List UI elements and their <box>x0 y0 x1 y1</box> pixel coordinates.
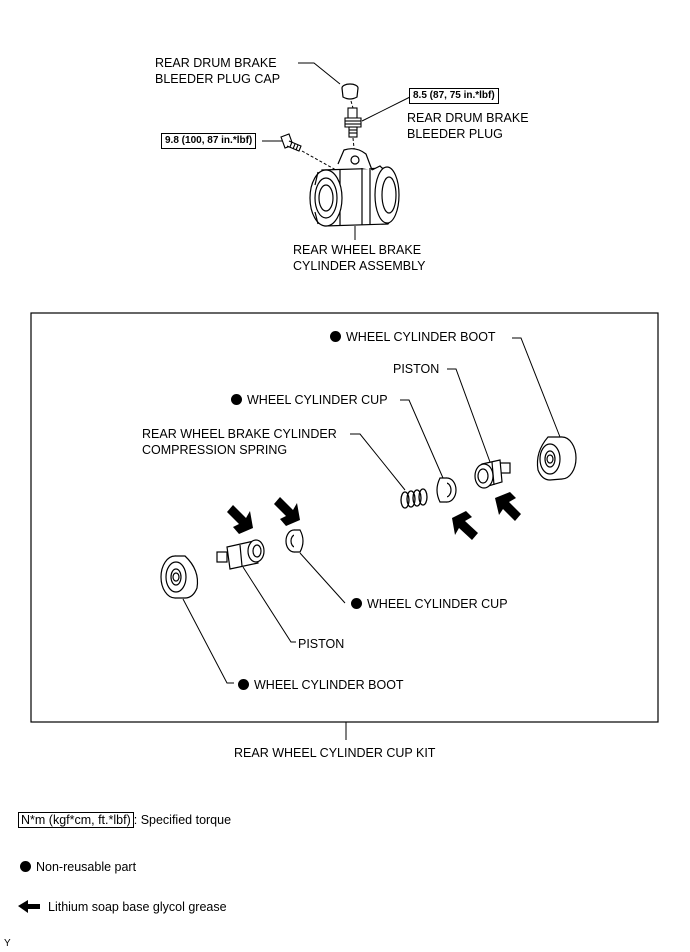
right-cup-part <box>436 477 457 503</box>
nonreusable-dot-icon <box>351 598 362 609</box>
label-bleeder-cap-2: BLEEDER PLUG CAP <box>155 72 281 86</box>
label-spring-1: REAR WHEEL BRAKE CYLINDER <box>142 427 337 441</box>
label-cup-kit: REAR WHEEL CYLINDER CUP KIT <box>234 746 436 760</box>
label-bleeder-plug-2: BLEEDER PLUG <box>407 127 503 141</box>
bleeder-cap-part <box>341 83 359 100</box>
torque-mounting-bolt: 9.8 (100, 87 in.*lbf) <box>161 133 257 149</box>
label-bleeder-plug-1: REAR DRUM BRAKE <box>407 111 529 125</box>
wheel-cylinder-assembly-part <box>309 148 400 227</box>
label-piston-left: PISTON <box>298 637 345 651</box>
compression-spring-part <box>400 488 428 509</box>
label-bleeder-cap-1: REAR DRUM BRAKE <box>155 56 277 70</box>
label-boot-right: WHEEL CYLINDER BOOT <box>330 329 496 345</box>
legend-torque: N*m (kgf*cm, ft.*lbf): Specified torque <box>18 812 231 828</box>
label-cylinder-assembly-2: CYLINDER ASSEMBLY <box>293 259 426 273</box>
bleeder-plug-part <box>344 107 362 138</box>
label-spring-2: COMPRESSION SPRING <box>142 443 288 457</box>
nonreusable-dot-icon <box>20 861 31 872</box>
legend-torque-unit: N*m (kgf*cm, ft.*lbf) <box>18 812 134 828</box>
corner-code: Y <box>4 938 11 949</box>
torque-bleeder-plug: 8.5 (87, 75 in.*lbf) <box>409 88 499 104</box>
nonreusable-dot-icon <box>238 679 249 690</box>
nonreusable-dot-icon <box>330 331 341 342</box>
legend-grease-arrow <box>18 900 40 913</box>
mounting-bolt-part <box>280 133 302 152</box>
cup-kit-frame <box>30 312 659 723</box>
grease-arrow-cup-right <box>452 511 478 540</box>
leader-bleeder-cap <box>298 62 341 85</box>
label-boot-left: WHEEL CYLINDER BOOT <box>238 677 404 693</box>
label-cylinder-assembly-1: REAR WHEEL BRAKE <box>293 243 422 257</box>
right-boot-part <box>536 436 577 481</box>
left-cup-part <box>285 529 304 553</box>
legend-grease: Lithium soap base glycol grease <box>48 900 227 914</box>
left-piston-part <box>216 539 265 570</box>
left-boot-part <box>160 555 199 599</box>
grease-arrow-piston-right <box>495 492 521 521</box>
label-piston-right: PISTON <box>393 362 440 376</box>
nonreusable-dot-icon <box>231 394 242 405</box>
right-piston-part <box>474 459 511 489</box>
grease-arrow-piston-left <box>227 505 253 534</box>
legend-nonreusable: Non-reusable part <box>20 859 136 875</box>
label-cup-right: WHEEL CYLINDER CUP <box>231 392 388 408</box>
label-cup-left: WHEEL CYLINDER CUP <box>351 596 508 612</box>
grease-arrow-cup-left <box>274 497 300 526</box>
